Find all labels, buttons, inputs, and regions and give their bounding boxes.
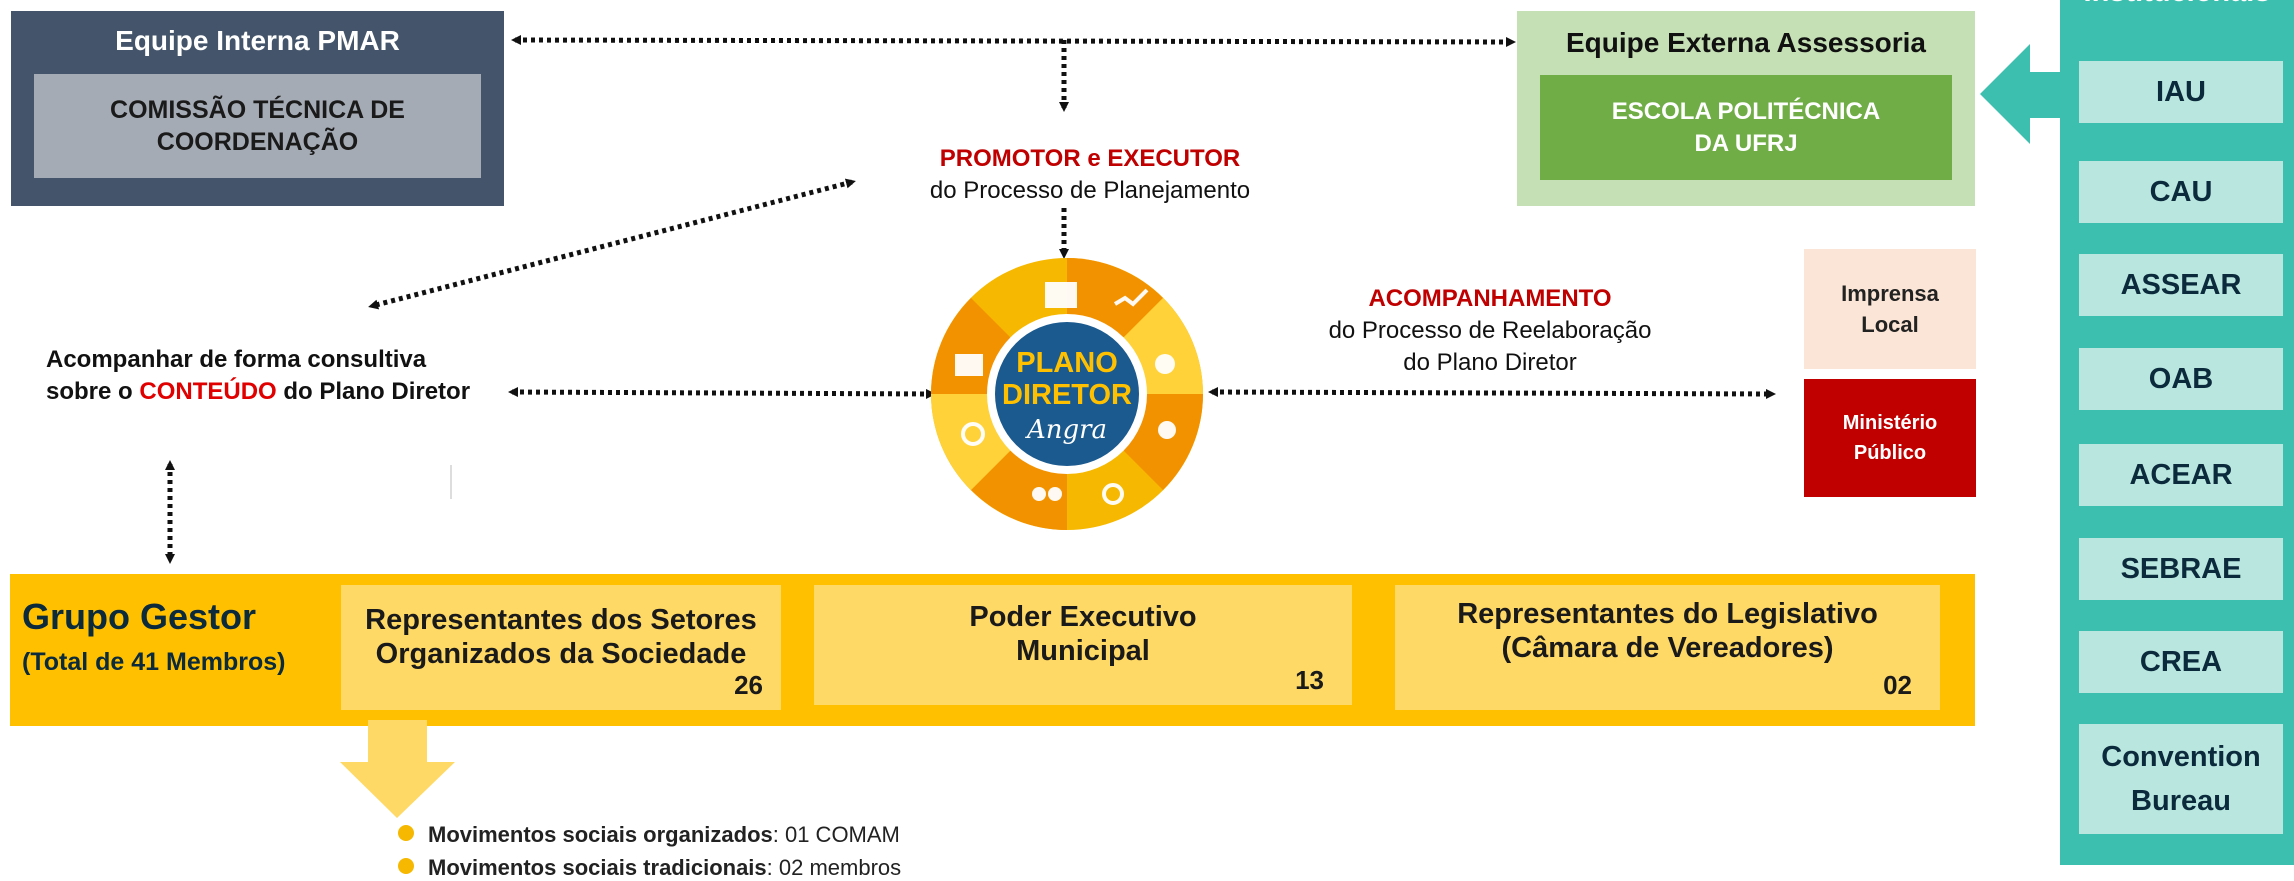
executivo-line2: Municipal bbox=[1016, 635, 1150, 667]
executivo-box: Poder Executivo Municipal 13 bbox=[814, 585, 1352, 705]
escola-politecnica-box: ESCOLA POLITÉCNICA DA UFRJ bbox=[1540, 75, 1952, 180]
bullet-item: Movimentos sociais tradicionais: 02 memb… bbox=[398, 855, 901, 881]
divider-line bbox=[450, 465, 452, 499]
acompanhamento-line2: do Plano Diretor bbox=[1403, 349, 1577, 376]
executivo-line1: Poder Executivo bbox=[969, 601, 1197, 633]
bullet-item: Movimentos sociais organizados: 01 COMAM bbox=[398, 822, 900, 848]
inst-item-acear: ACEAR bbox=[2079, 444, 2283, 506]
bullet-dot-icon bbox=[398, 825, 414, 842]
inst-item-iau: IAU bbox=[2079, 61, 2283, 123]
ministerio-line2: Público bbox=[1853, 442, 1927, 464]
equipe-externa-box: Equipe Externa Assessoria ESCOLA POLITÉC… bbox=[1517, 11, 1975, 206]
institucional-arrow bbox=[1980, 44, 2062, 144]
imprensa-line1: Imprensa bbox=[1841, 281, 1939, 306]
promotor-subtitle: do Processo de Planejamento bbox=[929, 177, 1251, 204]
arrow-logo-imprensa bbox=[1208, 387, 1776, 399]
convention-line2: Bureau bbox=[2131, 785, 2231, 817]
convention-line1: Convention bbox=[2101, 741, 2261, 773]
arrow-interna-externa bbox=[511, 35, 1516, 47]
legislativo-line2: (Câmara de Vereadores) bbox=[1501, 631, 1834, 664]
equipe-interna-box: Equipe Interna PMAR COMISSÃO TÉCNICA DE … bbox=[11, 11, 504, 206]
imprensa-local-box: Imprensa Local bbox=[1804, 249, 1976, 369]
setores-line1: Representantes dos Setores bbox=[365, 603, 757, 636]
bullet-rest: : 01 COMAM bbox=[772, 822, 900, 847]
escola-line2: DA UFRJ bbox=[1694, 129, 1798, 157]
acompanhamento-label: ACOMPANHAMENTO do Processo de Reelaboraç… bbox=[1260, 283, 1720, 379]
comissao-line2: COORDENAÇÃO bbox=[156, 128, 359, 156]
setores-box: Representantes dos Setores Organizados d… bbox=[341, 585, 781, 710]
bullet-dot-icon bbox=[398, 858, 414, 875]
legislativo-box: Representantes do Legislativo (Câmara de… bbox=[1395, 585, 1940, 710]
grupo-gestor-title: Grupo Gestor bbox=[22, 596, 257, 637]
bullet-rest: : 02 membros bbox=[766, 855, 902, 880]
equipe-externa-title: Equipe Externa Assessoria bbox=[1565, 27, 1926, 58]
escola-line1: ESCOLA POLITÉCNICA bbox=[1611, 97, 1881, 125]
legislativo-line1: Representantes do Legislativo bbox=[1457, 597, 1878, 630]
arrow-acompanhar-logo bbox=[508, 387, 936, 399]
comissao-line1: COMISSÃO TÉCNICA DE bbox=[110, 96, 405, 124]
arrow-promotor-acompanhar bbox=[368, 178, 856, 310]
inst-item-cau: CAU bbox=[2079, 161, 2283, 223]
acompanhar-text: Acompanhar de forma consultiva sobre o C… bbox=[46, 344, 486, 408]
ministerio-line1: Ministério bbox=[1842, 412, 1938, 434]
executivo-count: 13 bbox=[1295, 665, 1324, 695]
promotor-title: PROMOTOR e EXECUTOR bbox=[939, 145, 1241, 172]
inst-item-convention-bureau: Convention Bureau bbox=[2079, 724, 2283, 834]
inst-item-sebrae: SEBRAE bbox=[2079, 538, 2283, 600]
acompanhar-highlight: CONTEÚDO bbox=[139, 378, 277, 405]
ministerio-publico-box: Ministério Público bbox=[1804, 379, 1976, 497]
institucionais-panel bbox=[2060, 0, 2294, 865]
institucionais-title: Institucionais bbox=[2060, 0, 2294, 9]
bullet-bold-text: Movimentos sociais tradicionais bbox=[428, 855, 767, 880]
bullet-bold: Movimentos sociais organizados bbox=[428, 822, 773, 847]
grupo-gestor-subtitle: (Total de 41 Membros) bbox=[22, 648, 286, 676]
setores-line2: Organizados da Sociedade bbox=[375, 637, 747, 670]
down-arrow-icon bbox=[340, 720, 455, 818]
acompanhamento-line1: do Processo de Reelaboração bbox=[1328, 317, 1652, 344]
acompanhar-part1: Acompanhar de forma consultiva sobre o bbox=[46, 346, 427, 405]
imprensa-line2: Local bbox=[1861, 312, 1919, 337]
inst-item-oab: OAB bbox=[2079, 348, 2283, 410]
acompanhamento-title: ACOMPANHAMENTO bbox=[1368, 285, 1612, 312]
legislativo-count: 02 bbox=[1883, 670, 1912, 700]
setores-count: 26 bbox=[734, 670, 763, 700]
inst-item-assear: ASSEAR bbox=[2079, 254, 2283, 316]
comissao-tecnica-box: COMISSÃO TÉCNICA DE COORDENAÇÃO bbox=[34, 74, 481, 178]
equipe-interna-title: Equipe Interna PMAR bbox=[115, 25, 400, 56]
inst-item-crea: CREA bbox=[2079, 631, 2283, 693]
acompanhar-part2: do Plano Diretor bbox=[276, 378, 471, 405]
promotor-label: PROMOTOR e EXECUTOR do Processo de Plane… bbox=[860, 143, 1320, 207]
bullet-bold: Movimentos sociais tradicionais bbox=[428, 855, 767, 880]
